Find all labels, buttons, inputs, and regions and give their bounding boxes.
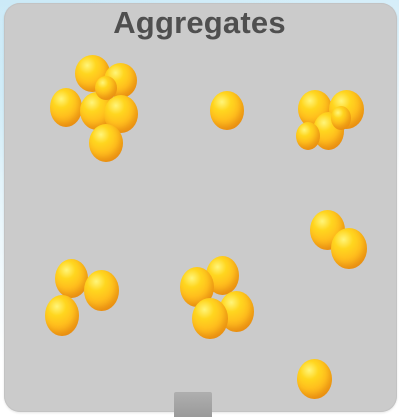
particle-right-middle-2 [331, 228, 367, 269]
particle-bottom-right-1 [297, 359, 332, 399]
page-title: Aggregates [113, 5, 286, 40]
particle-bottom-left-1 [55, 259, 88, 298]
aggregates-panel [4, 3, 397, 412]
panel-stem [174, 392, 212, 417]
particle-bottom-left-3 [45, 295, 79, 336]
particle-bottom-left-2 [84, 270, 119, 311]
particle-top-middle-1 [210, 91, 244, 130]
particle-bottom-center-4 [192, 298, 228, 339]
particle-top-left-3 [50, 88, 82, 127]
particle-top-left-7 [95, 76, 117, 100]
particle-top-right-4 [296, 122, 320, 150]
particle-top-left-6 [89, 124, 123, 162]
particle-top-right-5 [331, 106, 351, 130]
